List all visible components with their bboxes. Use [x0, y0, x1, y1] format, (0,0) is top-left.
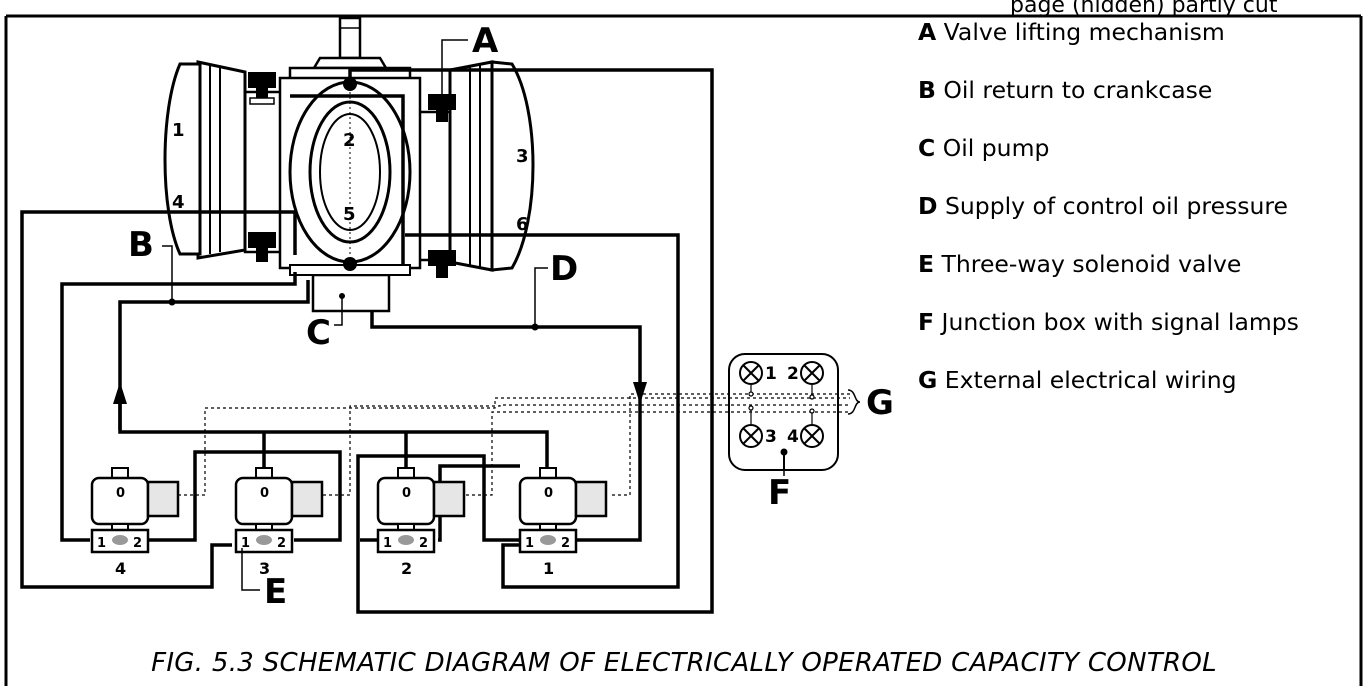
callout-g: G [866, 383, 894, 423]
valve-port-out: 2 [133, 536, 142, 551]
valve-port-out: 2 [277, 536, 286, 551]
valve-numbers: 4 3 2 1 [115, 559, 554, 578]
valve-port-in: 1 [97, 536, 106, 551]
lamp-number: 1 [765, 364, 777, 384]
callout-d: D [550, 249, 578, 289]
oil-piping [20, 68, 714, 614]
top-cut-text: page (hidden) partly cut [1010, 0, 1278, 18]
legend-item: F Junction box with signal lamps [918, 308, 1299, 336]
legend-item: B Oil return to crankcase [918, 76, 1212, 104]
cylinder-numbers: 1 2 3 4 5 6 [172, 120, 529, 235]
legend-text: Oil return to crankcase [943, 76, 1213, 104]
valve-labels: 0 0 0 0 1 2 1 2 1 2 1 2 [97, 486, 570, 551]
signal-lamp-icon [800, 361, 824, 385]
callout-b: B [128, 225, 154, 265]
callout-a: A [472, 21, 499, 61]
figure-caption: FIG. 5.3 SCHEMATIC DIAGRAM OF ELECTRICAL… [151, 648, 1217, 678]
valve-state: 0 [402, 486, 411, 501]
signal-lamp-icon [739, 424, 763, 448]
legend-item: D Supply of control oil pressure [918, 192, 1288, 220]
signal-lamp-icon [800, 424, 824, 448]
valve-number: 4 [115, 559, 126, 578]
lamp-number: 4 [787, 427, 799, 447]
legend-key: E [918, 250, 935, 278]
callout-e: E [264, 572, 287, 612]
valve-port-in: 1 [383, 536, 392, 551]
solenoid-valve [376, 467, 466, 554]
callout-letters: A B C D E F G [128, 21, 894, 612]
figure-frame [4, 14, 1363, 686]
legend-text: External electrical wiring [944, 366, 1237, 394]
wiring-brace [847, 389, 861, 415]
electrical-wiring [178, 393, 850, 496]
valve-state: 0 [544, 486, 553, 501]
valve-port-in: 1 [525, 536, 534, 551]
valve-state: 0 [260, 486, 269, 501]
legend-key: D [918, 192, 938, 220]
legend-key: A [918, 18, 937, 46]
lamp-number: 3 [765, 427, 777, 447]
solenoid-valve [518, 467, 608, 554]
legend-text: Three-way solenoid valve [941, 250, 1242, 278]
legend-text: Junction box with signal lamps [941, 308, 1299, 336]
cylinder-number: 1 [172, 120, 185, 141]
lamp-numbers: 1 2 3 4 [765, 364, 799, 447]
lamp-number: 2 [787, 364, 799, 384]
valve-state: 0 [116, 486, 125, 501]
valve-lifting-mechanism [248, 72, 456, 278]
legend-item: C Oil pump [918, 134, 1049, 162]
callout-f: F [768, 473, 791, 513]
legend-text: Valve lifting mechanism [943, 18, 1225, 46]
cylinder-number: 3 [516, 146, 529, 167]
solenoid-valve [90, 467, 180, 554]
valve-port-out: 2 [419, 536, 428, 551]
legend-text: Supply of control oil pressure [945, 192, 1289, 220]
legend-item: E Three-way solenoid valve [918, 250, 1241, 278]
valve-port-in: 1 [241, 536, 250, 551]
flow-arrows [113, 382, 647, 404]
legend-item: G External electrical wiring [918, 366, 1237, 394]
solenoid-valve [234, 467, 324, 554]
valve-number: 2 [401, 559, 412, 578]
valve-port-out: 2 [561, 536, 570, 551]
callout-c: C [306, 313, 331, 353]
cylinder-number: 2 [343, 130, 356, 151]
callout-leaders [162, 39, 785, 591]
cylinder-number: 4 [172, 192, 185, 213]
legend-key: G [918, 366, 938, 394]
cylinder-number: 6 [516, 214, 529, 235]
legend-key: B [918, 76, 936, 104]
legend-item: A Valve lifting mechanism [918, 18, 1225, 46]
valve-number: 1 [543, 559, 554, 578]
signal-lamp-icon [739, 361, 763, 385]
legend-key: F [918, 308, 935, 336]
cylinder-number: 5 [343, 204, 356, 225]
legend-text: Oil pump [942, 134, 1050, 162]
valve-number: 3 [259, 559, 270, 578]
legend-key: C [918, 134, 936, 162]
